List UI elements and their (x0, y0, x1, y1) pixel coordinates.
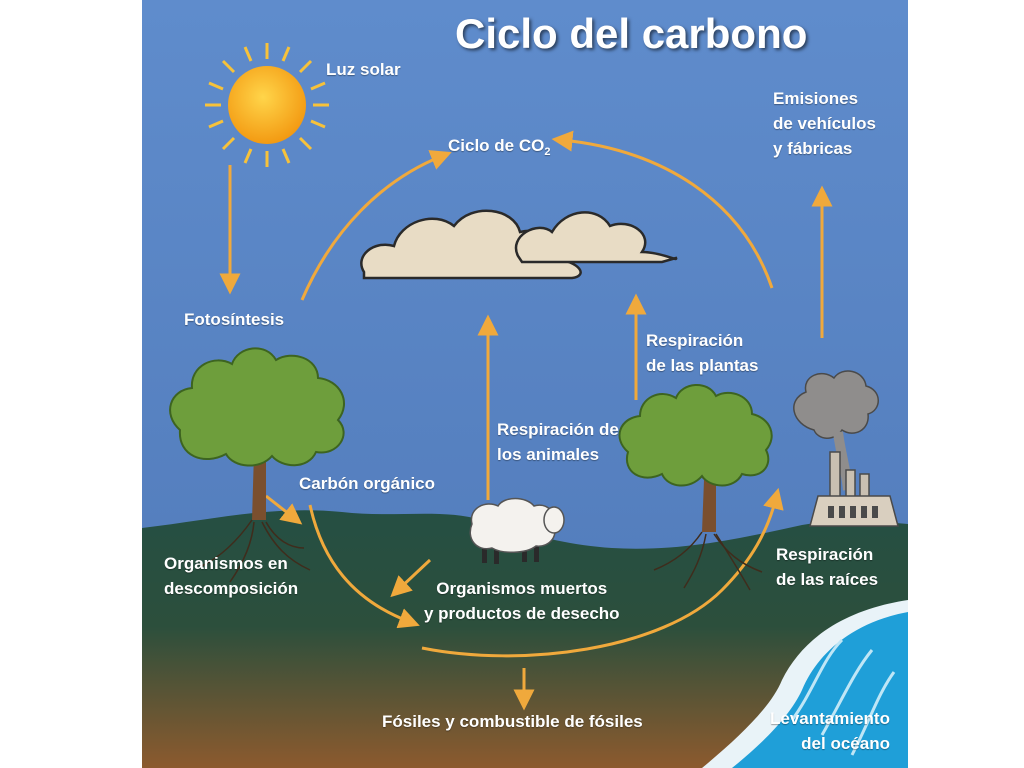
decay-arrow (390, 558, 432, 598)
carbon-cycle-diagram: Ciclo del carbono Luz solar Ciclo de CO2… (142, 0, 908, 768)
label-plant-respiration-line1: Respiración (646, 331, 744, 350)
label-dead-organisms: Organismos muertos y productos de desech… (424, 576, 620, 626)
diagram-title: Ciclo del carbono (455, 10, 808, 57)
factory (793, 370, 899, 527)
label-emissions: Emisiones de vehículos y fábricas (773, 86, 876, 161)
decomposition-arrow (265, 494, 303, 525)
clouds (360, 209, 678, 280)
left-tree (169, 347, 345, 583)
label-plant-respiration: Respiración de las plantas (646, 328, 758, 378)
label-co2-cycle: Ciclo de CO2 (448, 133, 550, 165)
label-sunlight: Luz solar (326, 60, 401, 79)
right-tree (618, 384, 773, 591)
label-decomposition-line2: descomposición (164, 579, 299, 598)
label-root-respiration-line1: Respiración (776, 545, 874, 564)
sheep (469, 497, 565, 564)
label-animal-respiration-line2: los animales (497, 445, 600, 464)
label-decomposition: Organismos en descomposición (164, 551, 298, 601)
label-ocean-uptake-line2: del océano (801, 734, 890, 753)
label-root-respiration-line2: de las raíces (776, 570, 879, 589)
co2-arc-right (551, 130, 774, 289)
label-emissions-line1: Emisiones (773, 89, 859, 108)
sun (205, 43, 329, 167)
diagram-illustration (142, 0, 908, 768)
label-emissions-line3: y fábricas (773, 139, 853, 158)
organic-to-waste-arc (308, 504, 420, 629)
root-respiration-arc (421, 487, 784, 658)
label-root-respiration: Respiración de las raíces (776, 542, 878, 592)
ocean (702, 600, 908, 768)
co2-text: Ciclo de CO (448, 136, 545, 155)
label-emissions-line2: de vehículos (773, 114, 876, 133)
label-animal-respiration-line1: Respiración de (497, 420, 619, 439)
label-dead-organisms-line2: y productos de desecho (424, 604, 620, 623)
label-organic-carbon: Carbón orgánico (299, 474, 436, 493)
label-plant-respiration-line2: de las plantas (646, 356, 759, 375)
label-fossils: Fósiles y combustible de fósiles (382, 712, 643, 731)
label-dead-organisms-line1: Organismos muertos (436, 579, 608, 598)
label-decomposition-line1: Organismos en (164, 554, 288, 573)
label-ocean-uptake-line1: Levantamiento (770, 709, 890, 728)
ground (142, 510, 908, 768)
label-photosynthesis: Fotosíntesis (184, 310, 285, 329)
co2-subscript: 2 (544, 146, 551, 158)
label-animal-respiration: Respiración de los animales (497, 417, 619, 467)
label-ocean-uptake: Levantamiento del océano (770, 706, 890, 756)
co2-arc-left (300, 150, 452, 301)
